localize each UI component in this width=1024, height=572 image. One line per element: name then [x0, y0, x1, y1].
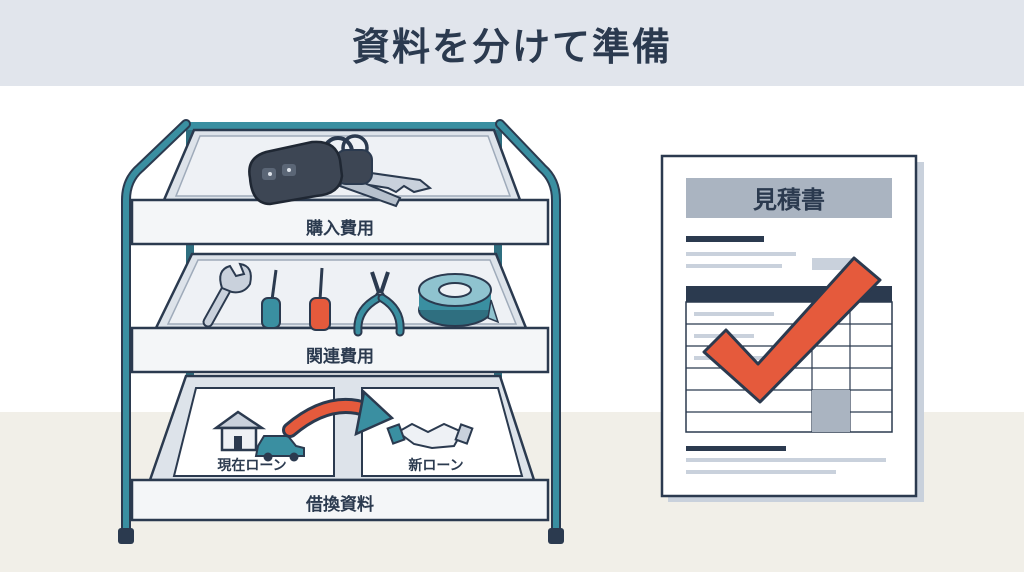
- car-key-icon: [248, 134, 433, 208]
- screwdriver-green-icon: [261, 269, 281, 329]
- foot-left: [118, 528, 134, 544]
- current-loan-paper: 現在ローン: [172, 387, 335, 477]
- screwdriver-red-icon: [309, 267, 331, 331]
- shelf-front-panel: [130, 326, 550, 374]
- shelf-label-purchase: 購入費用: [306, 218, 374, 239]
- handshake-icon: [386, 422, 474, 450]
- house-icon: [212, 410, 267, 452]
- checkmark-icon: [702, 256, 882, 404]
- shelf-purchase: 購入費用: [130, 128, 550, 246]
- shelf-label-refinance: 借換資料: [305, 494, 374, 515]
- doc-title-bar: [686, 178, 892, 218]
- shelf-front-panel: [130, 198, 550, 246]
- shelf-label-related: 関連費用: [306, 346, 374, 367]
- pliers-icon: [353, 271, 405, 337]
- shelf-related: 関連費用: [130, 252, 550, 374]
- top-back-rail: [186, 122, 502, 130]
- arrow-icon: [282, 389, 395, 438]
- shelf-front-panel: [130, 478, 550, 522]
- new-loan-paper: 新ローン: [361, 387, 524, 477]
- new-loan-label: 新ローン: [408, 457, 463, 474]
- current-loan-label: 現在ローン: [217, 457, 286, 474]
- tape-roll-icon: [418, 273, 500, 327]
- doc-title: 見積書: [753, 186, 825, 214]
- shelf-refinance: 現在ローン 新ローン 借換資料: [130, 374, 550, 522]
- header-banner: 資料を分けて準備: [0, 0, 1024, 86]
- estimate-document: 見積書: [660, 154, 924, 502]
- page-title: 資料を分けて準備: [351, 24, 672, 69]
- car-icon: [254, 435, 305, 462]
- shelf-unit: 購入費用 関連費用: [118, 119, 564, 544]
- foot-right: [548, 528, 564, 544]
- wrench-icon: [202, 262, 252, 328]
